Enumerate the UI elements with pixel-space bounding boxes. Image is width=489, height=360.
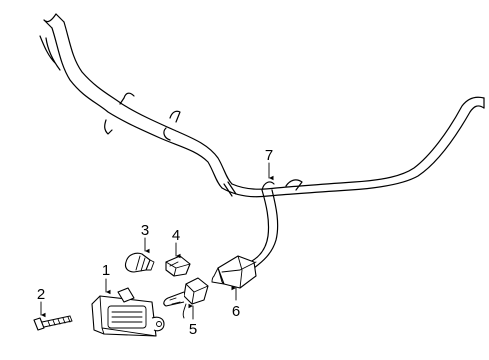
bulb-socket [163,277,209,319]
mounting-bolt [33,315,73,331]
fog-lamp-housing [91,287,165,337]
callout-labels: 1 2 3 4 5 6 7 [37,147,273,338]
callout-5: 5 [189,321,197,338]
wiring-harness [39,13,485,269]
connector [211,255,257,289]
callout-4: 4 [172,227,180,244]
callout-3: 3 [141,222,149,239]
clip [165,255,191,277]
callout-7: 7 [265,147,273,164]
callout-2: 2 [37,286,45,303]
bulb [124,252,155,273]
callout-6: 6 [232,303,240,320]
callout-1: 1 [102,262,110,279]
callout-arrows [40,162,274,320]
